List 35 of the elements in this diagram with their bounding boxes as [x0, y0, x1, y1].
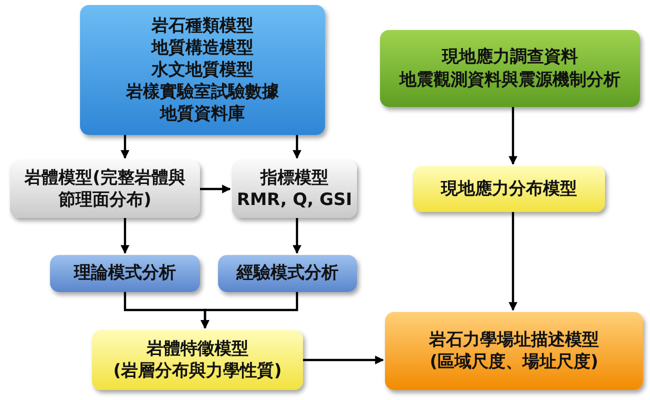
model-box	[10, 160, 200, 218]
box-text: 地震觀測資料與震源機制分析	[400, 68, 620, 91]
arrow	[508, 107, 518, 165]
arrow	[120, 135, 130, 159]
box-text: 地質構造模型	[152, 36, 254, 59]
arrow	[200, 292, 298, 329]
box-text: 岩石力學場址描述模型	[429, 328, 599, 351]
box-text: 水文地質模型	[152, 58, 254, 82]
arrow	[508, 212, 518, 311]
box-text: 岩體模型(完整岩體與節理面分布)	[24, 166, 186, 212]
arrow	[120, 218, 130, 254]
arrow	[200, 184, 231, 194]
box-text: (岩層分布與力學性質)	[113, 360, 282, 382]
model-box	[92, 330, 303, 390]
box-text: (區域尺度、場址尺度)	[430, 351, 598, 374]
result-box	[385, 312, 643, 390]
arrow	[303, 356, 384, 364]
box-text: 岩石種類模型	[152, 14, 254, 37]
data-box	[80, 5, 325, 135]
analysis-box	[218, 255, 357, 292]
box-text: 地質資料庫	[160, 103, 245, 126]
box-text: 指標模型	[260, 166, 328, 189]
model-box	[232, 160, 357, 218]
analysis-box	[50, 255, 200, 292]
arrow	[292, 135, 302, 159]
box-text: 理論模式分析	[74, 262, 176, 285]
model-box	[413, 166, 605, 212]
arrow	[292, 218, 302, 254]
box-text: 現地應力分布模型	[441, 178, 577, 200]
box-text: 岩體特徵模型	[146, 338, 248, 360]
box-text: RMR, Q, GSI	[236, 189, 352, 212]
box-text: 岩樣實驗室試驗數據	[126, 81, 279, 104]
box-text: 現地應力調查資料	[442, 46, 578, 68]
data-box	[380, 30, 640, 107]
box-text: 經驗模式分析	[236, 262, 338, 285]
